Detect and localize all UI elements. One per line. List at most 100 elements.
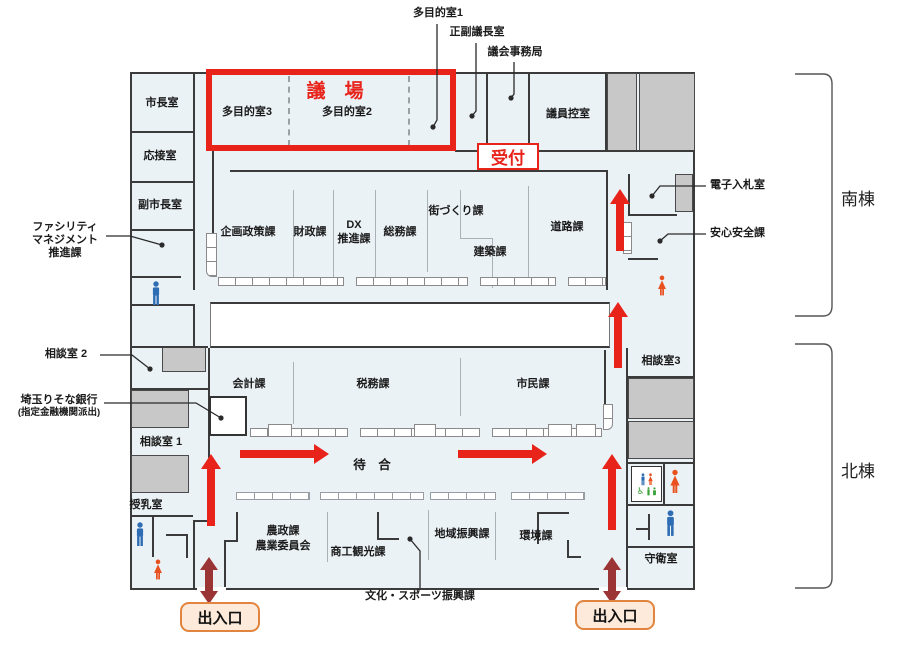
entrance-double-arrow xyxy=(608,569,616,592)
route-arrow-right xyxy=(458,450,532,458)
wall xyxy=(663,464,665,504)
wheelchair-icon: ♿ xyxy=(636,485,645,496)
route-arrow-up xyxy=(201,454,221,469)
divider xyxy=(460,238,493,239)
divider xyxy=(333,190,334,282)
wall xyxy=(604,350,606,408)
callout-culture: 文化・スポーツ振興課 xyxy=(365,590,475,602)
wall xyxy=(626,348,628,590)
route-arrow-right xyxy=(314,444,329,464)
wall xyxy=(605,72,607,152)
service-counter xyxy=(548,424,572,437)
stairs-block xyxy=(675,174,693,212)
service-counter xyxy=(414,424,436,437)
room-label-counsel1: 相談室 1 xyxy=(139,436,183,448)
female-restroom-icon xyxy=(154,559,162,580)
stairs-block xyxy=(628,421,694,459)
room-label-agri-line2: 農業委員会 xyxy=(255,540,311,552)
callout-counsel2: 相談室 2 xyxy=(44,348,88,360)
restroom-sign-top-row xyxy=(640,472,654,486)
wall xyxy=(636,528,650,530)
room-label-commerce: 商工観光課 xyxy=(330,546,386,558)
room-label-environment: 環境課 xyxy=(519,530,553,542)
route-arrow-right xyxy=(240,450,314,458)
room-label-tax: 税務課 xyxy=(356,378,390,390)
bank-booth xyxy=(209,396,247,436)
wall xyxy=(131,276,181,278)
divider xyxy=(293,362,294,424)
waiting-bench xyxy=(511,492,585,500)
wall xyxy=(606,170,608,290)
courtyard-band xyxy=(210,302,610,348)
room-label-nursing: 授乳室 xyxy=(129,499,163,511)
assembly-hall-highlight xyxy=(206,69,456,151)
wall xyxy=(537,514,539,544)
service-counter xyxy=(576,424,596,437)
wall xyxy=(131,388,208,390)
divider xyxy=(428,510,429,560)
service-counter xyxy=(623,222,632,254)
female-restroom-icon xyxy=(647,472,653,485)
callout-chairmen: 正副議長室 xyxy=(449,26,505,38)
entrance-double-arrow xyxy=(205,569,213,592)
wall xyxy=(537,512,569,514)
route-arrow-up xyxy=(610,189,630,204)
entrance-double-arrow xyxy=(200,557,218,570)
divider xyxy=(288,76,290,146)
callout-facility-line1: ファシリティ xyxy=(32,221,98,233)
wing-label-south: 南棟 xyxy=(841,190,875,209)
service-counter xyxy=(356,277,468,286)
wall xyxy=(166,534,188,536)
divider xyxy=(492,238,493,288)
callout-e-bid: 電子入札室 xyxy=(710,179,765,191)
service-counter xyxy=(218,277,344,286)
room-label-regional: 地域振興課 xyxy=(434,528,490,540)
wall xyxy=(486,72,488,152)
wall xyxy=(212,150,214,190)
service-counter xyxy=(603,404,613,430)
divider xyxy=(495,512,496,560)
room-label-planning: 企画政策課 xyxy=(220,226,276,238)
female-restroom-icon xyxy=(658,275,666,296)
wall xyxy=(131,131,193,133)
wall xyxy=(648,514,650,540)
wall xyxy=(186,536,188,558)
accessible-restroom-icon: ♿ xyxy=(631,466,662,502)
wall xyxy=(193,522,195,588)
wall xyxy=(626,504,695,506)
wall xyxy=(131,304,193,306)
male-restroom-icon xyxy=(667,510,674,536)
room-label-counsel3: 相談室3 xyxy=(641,355,681,367)
wall xyxy=(230,170,606,172)
divider xyxy=(460,190,461,238)
room-label-architecture: 建築課 xyxy=(473,246,507,258)
waiting-bench xyxy=(320,492,424,500)
wall xyxy=(224,542,226,588)
divider xyxy=(408,76,410,146)
assembly-hall-label: 議 場 xyxy=(306,81,364,102)
divider xyxy=(427,190,428,272)
entrance-double-arrow xyxy=(200,591,218,604)
room-label-citizen: 市民課 xyxy=(516,378,550,390)
wall xyxy=(193,72,195,290)
room-label-guard: 守衛室 xyxy=(644,553,678,565)
service-counter xyxy=(250,428,348,437)
room-label-waiting: 待 合 xyxy=(353,458,391,472)
room-label-drawing: 応接室 xyxy=(143,150,177,162)
male-restroom-icon xyxy=(136,522,144,546)
divider xyxy=(528,186,529,286)
wall xyxy=(528,72,530,152)
entrance-double-arrow xyxy=(603,557,621,570)
route-arrow-up xyxy=(614,316,622,368)
stairs-block xyxy=(628,378,694,419)
divider xyxy=(375,190,376,282)
room-label-accounting: 会計課 xyxy=(232,378,266,390)
route-arrow-right xyxy=(532,444,547,464)
entrance-box-left: 出入口 xyxy=(180,602,260,632)
wall xyxy=(131,181,193,183)
wall xyxy=(131,229,195,231)
stairs-block xyxy=(639,73,695,152)
room-label-mayor: 市長室 xyxy=(145,97,179,109)
room-label-dx-line2: 推進課 xyxy=(337,233,371,245)
wall xyxy=(626,376,695,378)
